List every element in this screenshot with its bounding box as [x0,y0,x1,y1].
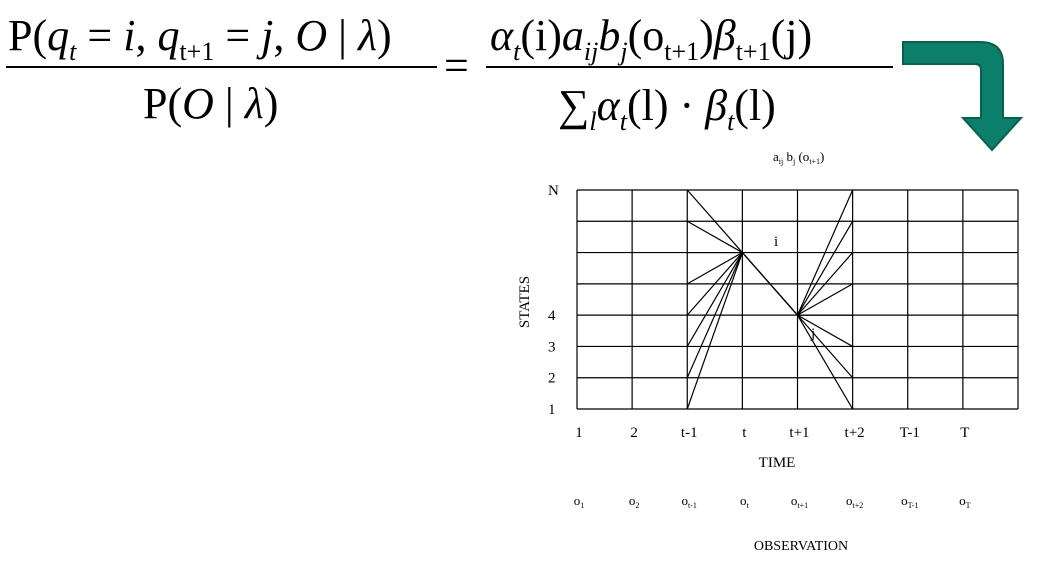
time-label: t+1 [789,425,809,441]
time-axis-label: TIME [759,455,796,471]
alpha-transition-line [686,252,743,410]
time-label: t-1 [681,425,698,441]
beta-transition-line [797,314,854,379]
time-label: T-1 [900,425,920,441]
states-axis-label: STATES [517,276,533,328]
state-labels: N 4 3 2 1 [548,183,559,418]
time-label: 2 [630,425,638,441]
beta-transition-line [796,189,854,316]
trellis-transitions [686,189,854,410]
observation-symbol: oT [959,493,971,510]
equals-sign: = [444,41,469,90]
beta-transition-line [796,314,854,410]
alpha-transition-line [686,252,743,316]
observation-symbol: o1 [574,493,585,510]
rhs-denominator: ∑lαt(l) · βt(l) [558,81,776,136]
beta-transition-line [796,220,854,316]
lhs-denominator: P(O | λ) [143,79,278,128]
beta-transition-line [797,252,854,316]
observation-symbol: ot [740,493,750,510]
trellis-grid [576,189,1019,410]
observation-symbols: o1 o2 ot-1 ot ot+1 ot+2 oT-1 oT [574,493,971,510]
observation-axis-label: OBSERVATION [754,539,848,554]
observation-symbol: ot+1 [791,493,808,510]
observation-symbol: oT-1 [901,493,918,510]
node-j-label: j [810,326,815,342]
alpha-transition-line [686,189,743,253]
alpha-transition-line [686,220,743,254]
state-label: 4 [548,308,556,324]
time-label: 1 [575,425,583,441]
state-label: 2 [548,371,556,387]
beta-transition-line [797,314,853,347]
xi-probability-formula: P(qt = i, qt+1 = j, O | λ) P(O | λ) = αt… [6,11,893,136]
observation-symbol: ot-1 [682,493,697,510]
time-labels: 1 2 t-1 t t+1 t+2 T-1 T [575,425,969,441]
alpha-transition-line [686,252,743,347]
observation-symbol: ot+2 [846,493,863,510]
transition-emission-label: aij bj (ot+1) [773,149,824,166]
rhs-numerator: αt(i)aijbj(ot+1)βt+1(j) [490,11,812,66]
down-arrow-icon [902,41,1024,152]
time-label: T [960,425,969,441]
lhs-numerator: P(qt = i, qt+1 = j, O | λ) [8,11,392,66]
time-label: t [742,425,747,441]
i-to-j-transition-line [741,252,799,316]
state-label: N [548,183,559,199]
observation-symbol: o2 [629,493,640,510]
alpha-transition-line [686,252,743,285]
node-i-label: i [774,234,778,250]
state-label: 3 [548,339,556,355]
alpha-transition-line [686,252,743,378]
state-label: 1 [548,402,556,418]
time-label: t+2 [845,425,865,441]
beta-transition-line [797,283,853,316]
